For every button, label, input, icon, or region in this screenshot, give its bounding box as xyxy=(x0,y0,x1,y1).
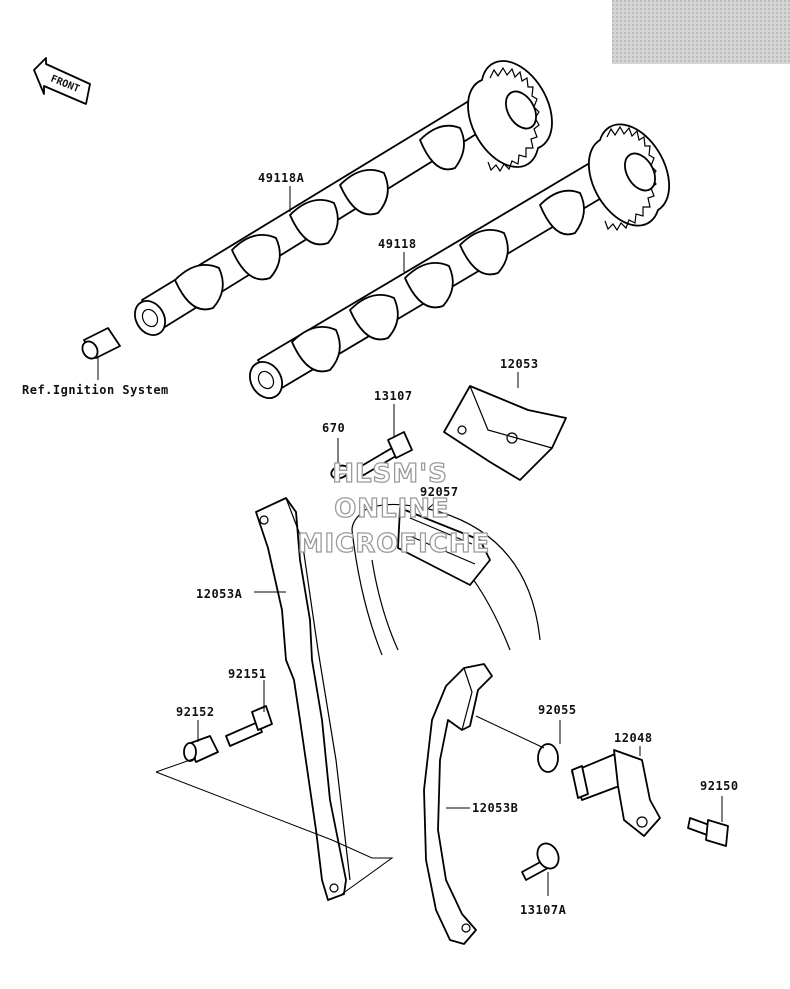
front-arrow-icon: FRONT xyxy=(33,57,91,105)
o-ring-92055 xyxy=(537,743,559,773)
camshaft-49118 xyxy=(249,123,671,399)
guide-12053 xyxy=(443,385,567,481)
bolt-92151 xyxy=(225,705,273,747)
label-92152: 92152 xyxy=(176,705,215,719)
label-92057: 92057 xyxy=(420,485,459,499)
label-12053: 12053 xyxy=(500,357,539,371)
part-labels: 49118A 49118 Ref.Ignition System 12053 1… xyxy=(22,171,739,917)
watermark-line-3: MICROFICHE xyxy=(298,529,491,559)
label-92150: 92150 xyxy=(700,779,739,793)
label-13107a: 13107A xyxy=(520,903,567,917)
label-92055: 92055 xyxy=(538,703,577,717)
ignition-ref-part xyxy=(81,327,121,360)
collar-92152 xyxy=(183,735,219,763)
label-ref-ignition: Ref.Ignition System xyxy=(22,383,169,397)
label-49118a: 49118A xyxy=(258,171,305,185)
watermark: HLSM'S ONLINE MICROFICHE xyxy=(297,458,491,559)
watermark-line-2: ONLINE xyxy=(334,494,450,524)
label-12048: 12048 xyxy=(614,731,653,745)
o-ring-670 xyxy=(330,464,350,480)
camshaft-49118a xyxy=(134,60,553,336)
label-12053a: 12053A xyxy=(196,587,243,601)
tensioner-12048 xyxy=(571,749,661,837)
label-49118: 49118 xyxy=(378,237,417,251)
label-12053b: 12053B xyxy=(472,801,518,815)
label-13107: 13107 xyxy=(374,389,413,403)
bolt-92150 xyxy=(687,817,729,847)
guide-12053b xyxy=(423,663,493,945)
leader-lines xyxy=(97,186,723,896)
bolt-13107a xyxy=(521,842,560,881)
label-670: 670 xyxy=(322,421,345,435)
corner-box xyxy=(612,0,790,64)
bolt-13107 xyxy=(357,431,413,477)
label-92151: 92151 xyxy=(228,667,267,681)
projection-lines xyxy=(155,757,394,895)
watermark-line-1: HLSM'S xyxy=(332,459,448,489)
guide-12053a xyxy=(255,497,351,901)
chain-92057 xyxy=(351,503,541,656)
